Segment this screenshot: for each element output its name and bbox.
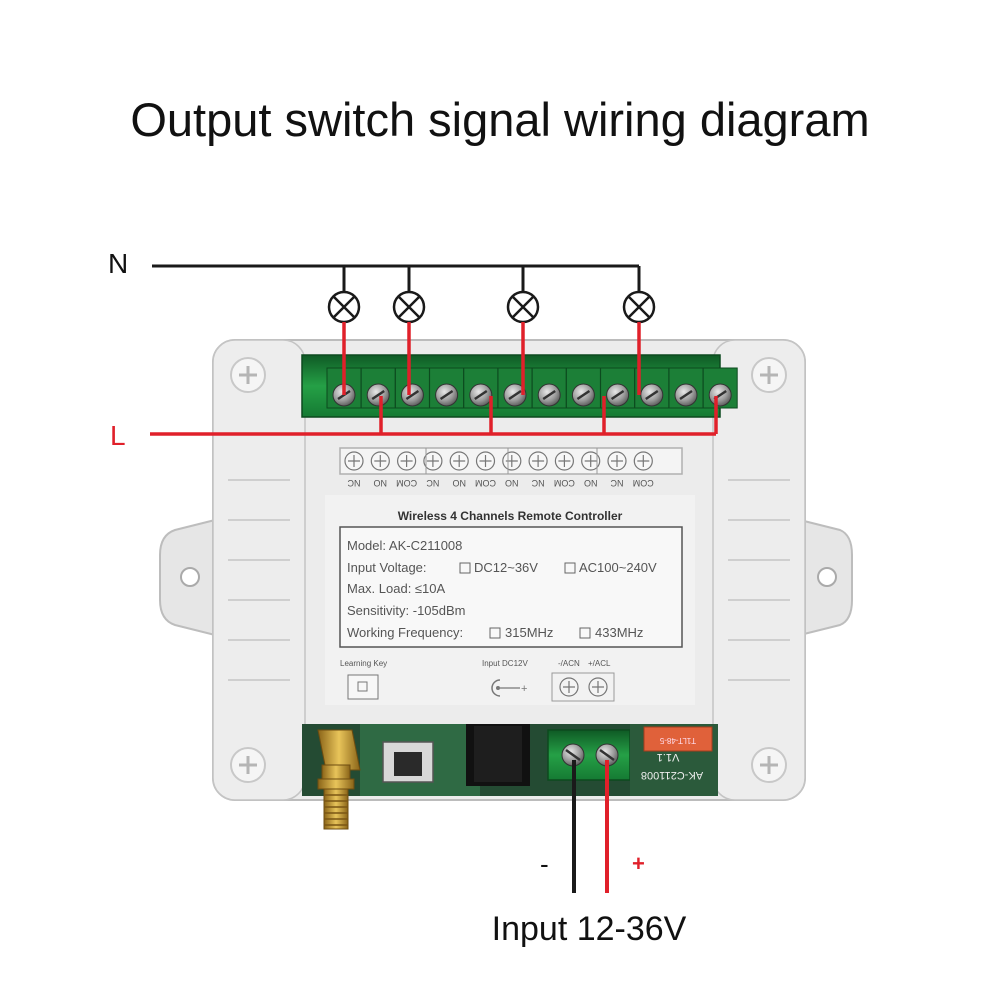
lamp-icon	[392, 290, 426, 324]
label-screw-icon	[397, 451, 417, 471]
antenna-connector-icon	[317, 729, 361, 830]
plate-heading: Wireless 4 Channels Remote Controller	[398, 509, 623, 523]
neutral-label: N	[108, 248, 128, 279]
terminal-screw-icon	[463, 367, 499, 409]
corner-screw-icon	[230, 357, 787, 783]
dc-option-text: DC12~36V	[474, 560, 538, 575]
label-screw-icon	[475, 451, 496, 471]
terminal-label: NC	[610, 478, 623, 488]
terminal-label: NO	[505, 478, 519, 488]
label-screw-icon	[581, 451, 601, 471]
ac-checkbox	[564, 562, 576, 574]
model-text: Model: AK-C211008	[347, 538, 462, 553]
lamp-icon	[327, 290, 361, 324]
terminal-label: COM	[554, 478, 575, 488]
input-dc-label: Input DC12V	[482, 659, 528, 668]
acl-label: +/ACL	[588, 659, 611, 668]
housing-ribs	[228, 479, 790, 681]
terminal-screw-icon	[531, 367, 567, 409]
housing-rail-left	[212, 339, 306, 801]
freq-b-checkbox	[579, 627, 591, 639]
terminal-screw-icon	[429, 367, 465, 409]
learning-switch-icon	[382, 741, 434, 783]
terminal-screw-icon	[497, 367, 533, 409]
terminal-label: NO	[374, 478, 388, 488]
power-terminal-label-box	[551, 672, 615, 702]
dc-jack-icon: +	[491, 679, 527, 697]
dc-barrel-jack-front	[474, 726, 522, 782]
sensitivity-text: Sensitivity: -105dBm	[347, 603, 466, 618]
freq-b-text: 433MHz	[595, 625, 643, 640]
lamp-icon	[622, 290, 656, 324]
terminal-screw-icon	[668, 367, 704, 409]
terminal-label: NC	[347, 478, 360, 488]
label-screw-icon	[607, 451, 627, 471]
relay-text: T1LT-48-5	[659, 736, 696, 745]
dc-checkbox	[459, 562, 471, 574]
input-voltage-text: Input Voltage:	[347, 560, 427, 575]
learning-key-label: Learning Key	[340, 659, 387, 668]
terminal-screw-icon	[394, 367, 430, 409]
relay-component	[643, 726, 713, 752]
terminal-label: COM	[396, 478, 417, 488]
ac-option-text: AC100~240V	[579, 560, 657, 575]
terminal-label: NC	[531, 478, 544, 488]
live-label: L	[110, 420, 126, 451]
input-voltage-label: Input 12-36V	[492, 910, 687, 948]
power-label-screw-icon	[559, 677, 608, 697]
pcb-model-text: AK-C211008	[641, 769, 703, 781]
terminal-screw-icon	[702, 367, 738, 409]
housing-rail-right	[712, 339, 806, 801]
terminal-screw-icon	[565, 367, 601, 409]
plus-label: +	[632, 851, 645, 876]
max-load-text: Max. Load: ≤10A	[347, 581, 446, 596]
label-screw-icon	[370, 451, 390, 471]
freq-a-text: 315MHz	[505, 625, 553, 640]
label-screw-icon	[502, 451, 522, 471]
spec-box	[339, 526, 683, 648]
label-screw-icon	[528, 451, 548, 471]
terminal-screw-icon	[360, 367, 396, 409]
terminal-label: NO	[584, 478, 598, 488]
lamp-icon	[506, 290, 540, 324]
learning-key-inner	[357, 681, 368, 692]
terminal-screw-icon	[600, 367, 636, 409]
diagram-title: Output switch signal wiring diagram	[130, 93, 870, 146]
label-screw-icon	[449, 451, 469, 471]
learning-key-button[interactable]	[347, 674, 379, 700]
live-wire	[150, 396, 718, 436]
label-screw-icon	[554, 451, 575, 471]
terminal-label: NC	[426, 478, 439, 488]
acn-label: -/ACN	[558, 659, 580, 668]
label-screw-icon	[423, 451, 443, 471]
terminal-label: NO	[452, 478, 466, 488]
mounting-flange-right	[799, 518, 853, 637]
working-frequency-text: Working Frequency:	[347, 625, 463, 640]
label-screw-icon	[633, 451, 653, 471]
terminal-label: COM	[475, 478, 496, 488]
minus-label: -	[540, 849, 549, 879]
lamp-output-wires	[342, 322, 641, 395]
neutral-wire	[152, 264, 641, 292]
pcb-version-text: V1.1	[657, 751, 680, 763]
mounting-flange-left	[159, 518, 216, 637]
label-screw-icon	[344, 451, 364, 471]
svg-text:+: +	[521, 683, 527, 695]
terminal-label: COM	[633, 478, 654, 488]
freq-a-checkbox	[489, 627, 501, 639]
